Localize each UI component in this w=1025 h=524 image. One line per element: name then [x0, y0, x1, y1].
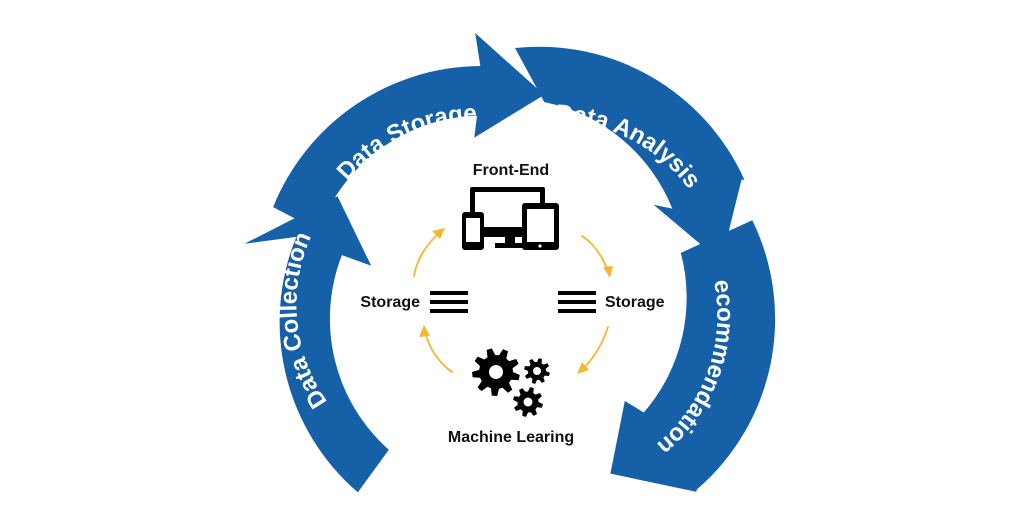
storage-right-node: Storage [558, 291, 665, 313]
inner-arrow-ml-to-storage [424, 331, 453, 373]
storage-left-label: Storage [360, 294, 420, 311]
data-collection-arrow [244, 196, 389, 493]
storage-lines-icon [430, 291, 468, 313]
storage-right-label: Storage [605, 294, 665, 311]
gears-icon [472, 348, 550, 417]
machine-learning-node: Machine Learing [448, 348, 574, 446]
machine-learning-label: Machine Learing [448, 429, 574, 446]
outer-cycle [244, 33, 776, 493]
recommendations-arrow [610, 220, 776, 492]
data-storage-arrow [273, 33, 545, 231]
gear-hole [533, 367, 541, 375]
inner-arrow-storage-to-frontend [413, 231, 441, 277]
front-end-node: Front-End [462, 162, 559, 250]
front-end-label: Front-End [473, 162, 549, 179]
storage-lines-icon [558, 291, 596, 313]
inner-arrow-storage-to-ml [581, 326, 609, 371]
gear-hole [523, 397, 533, 407]
devices-icon [462, 187, 559, 250]
inner-arrowhead [432, 228, 445, 239]
inner-arrow-frontend-to-storage [581, 235, 609, 273]
storage-left-node: Storage [360, 291, 468, 313]
inner-arrowhead [419, 325, 430, 337]
gear-hole [489, 365, 503, 379]
inner-arrowhead [577, 362, 589, 374]
data-analysis-arrow [515, 46, 745, 262]
inner-cycle-arrows [413, 228, 613, 374]
inner-arrowhead [603, 266, 613, 278]
